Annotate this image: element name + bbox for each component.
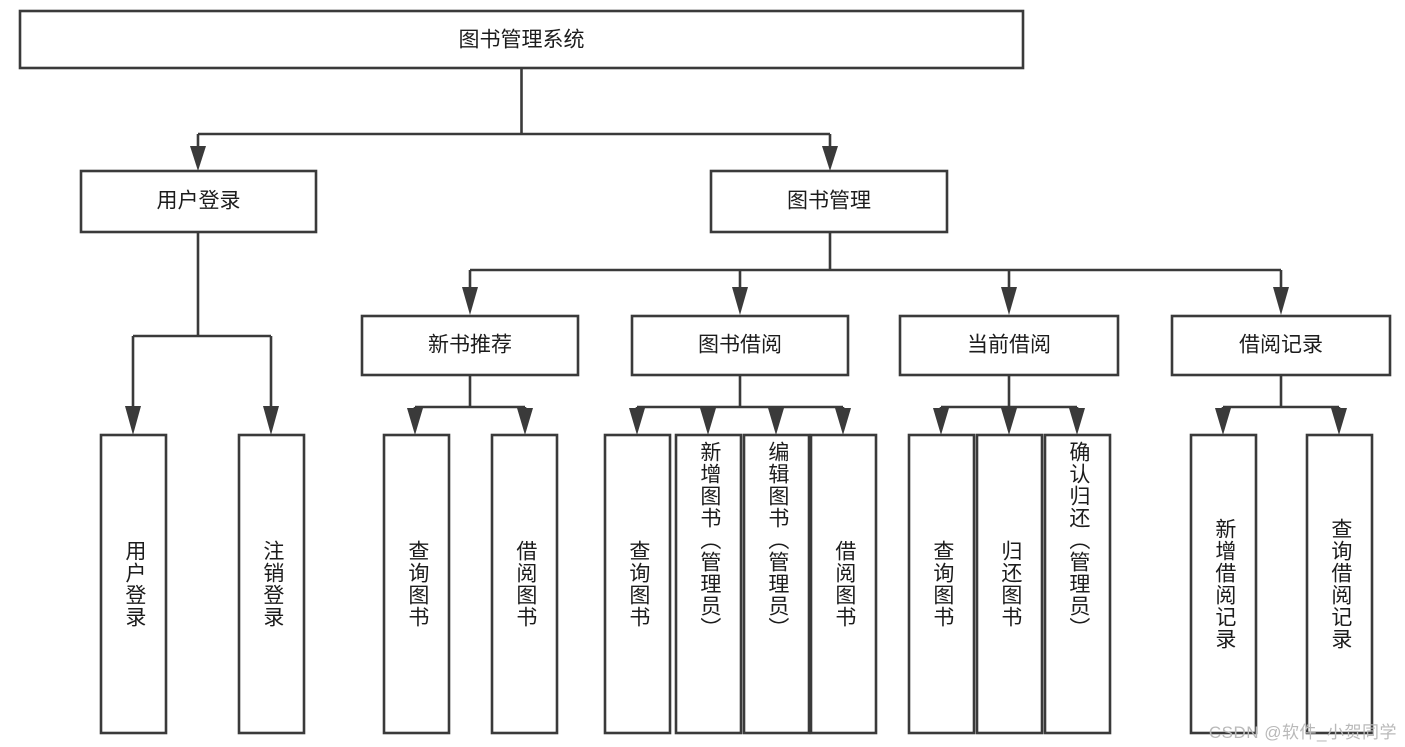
csdn-watermark: CSDN @软件_小贺同学 xyxy=(1208,723,1397,742)
node-book-borrow[interactable]: 图书借阅 xyxy=(630,314,850,377)
leaf-box-borrow-book-2[interactable] xyxy=(809,433,878,735)
connector-group-root xyxy=(190,68,838,171)
leaf-box-edit-book[interactable] xyxy=(742,433,811,735)
leaf-box-add-book[interactable] xyxy=(674,433,743,735)
arrowhead-leaf-edit-book xyxy=(768,408,784,435)
node-book-manage-box[interactable] xyxy=(709,169,949,234)
node-book-borrow-label: 图书借阅 xyxy=(698,334,782,357)
node-new-book-rec[interactable]: 新书推荐 xyxy=(360,314,580,377)
connector-group-borrow-record xyxy=(1215,375,1347,435)
arrowhead-leaf-confirm-return xyxy=(1069,408,1085,435)
node-borrow-record[interactable]: 借阅记录 xyxy=(1170,314,1392,377)
connector-group-book-manage xyxy=(462,232,1289,315)
node-user-login[interactable]: 用户登录 xyxy=(79,169,318,234)
node-borrow-record-label: 借阅记录 xyxy=(1239,334,1323,357)
leaf-boxes xyxy=(99,433,1374,735)
arrowhead-leaf-add-record xyxy=(1215,408,1231,435)
node-book-manage[interactable]: 图书管理 xyxy=(709,169,949,234)
leaf-box-query-book-3[interactable] xyxy=(907,433,976,735)
leaf-box-query-record[interactable] xyxy=(1305,433,1374,735)
connector-group-current-borrow xyxy=(933,375,1085,435)
node-book-manage-label: 图书管理 xyxy=(787,190,871,213)
arrowhead-leaf-query-book-3 xyxy=(933,408,949,435)
connector-group-book-borrow xyxy=(629,375,851,435)
arrowhead-leaf-add-book xyxy=(700,408,716,435)
arrowhead-leaf-user-login xyxy=(125,406,141,435)
node-book-borrow-box[interactable] xyxy=(630,314,850,377)
arrowhead-new-book-rec xyxy=(462,287,478,315)
arrowhead-leaf-logout xyxy=(263,406,279,435)
node-new-book-rec-label: 新书推荐 xyxy=(428,334,512,357)
node-root-box[interactable] xyxy=(18,9,1025,70)
arrowhead-leaf-return-book xyxy=(1001,408,1017,435)
arrowhead-current-borrow xyxy=(1001,287,1017,315)
node-current-borrow[interactable]: 当前借阅 xyxy=(898,314,1120,377)
leaf-box-logout[interactable] xyxy=(237,433,306,735)
arrowhead-book-borrow xyxy=(732,287,748,315)
leaf-box-return-book[interactable] xyxy=(975,433,1044,735)
arrowhead-borrow-record xyxy=(1273,287,1289,315)
arrowhead-leaf-borrow-book-1 xyxy=(517,408,533,435)
node-new-book-rec-box[interactable] xyxy=(360,314,580,377)
leaf-box-confirm-return[interactable] xyxy=(1043,433,1112,735)
leaf-box-add-record[interactable] xyxy=(1189,433,1258,735)
arrowhead-book-manage xyxy=(822,146,838,171)
node-root[interactable]: 图书管理系统 xyxy=(18,9,1025,70)
arrowhead-leaf-borrow-book-2 xyxy=(835,408,851,435)
leaf-box-query-book-1[interactable] xyxy=(382,433,451,735)
leaf-box-user-login[interactable] xyxy=(99,433,168,735)
arrowhead-leaf-query-record xyxy=(1331,408,1347,435)
node-borrow-record-box[interactable] xyxy=(1170,314,1392,377)
node-current-borrow-box[interactable] xyxy=(898,314,1120,377)
arrowhead-leaf-query-book-2 xyxy=(629,408,645,435)
leaf-box-borrow-book-1[interactable] xyxy=(490,433,559,735)
node-user-login-box[interactable] xyxy=(79,169,318,234)
node-current-borrow-label: 当前借阅 xyxy=(967,334,1051,357)
arrowhead-leaf-query-book-1 xyxy=(407,408,423,435)
connector-group-new-book-rec xyxy=(407,375,533,435)
connector-group-user-login xyxy=(125,232,279,435)
leaf-box-query-book-2[interactable] xyxy=(603,433,672,735)
arrowhead-user-login xyxy=(190,146,206,171)
node-user-login-label: 用户登录 xyxy=(157,190,241,213)
node-root-label: 图书管理系统 xyxy=(459,29,585,52)
